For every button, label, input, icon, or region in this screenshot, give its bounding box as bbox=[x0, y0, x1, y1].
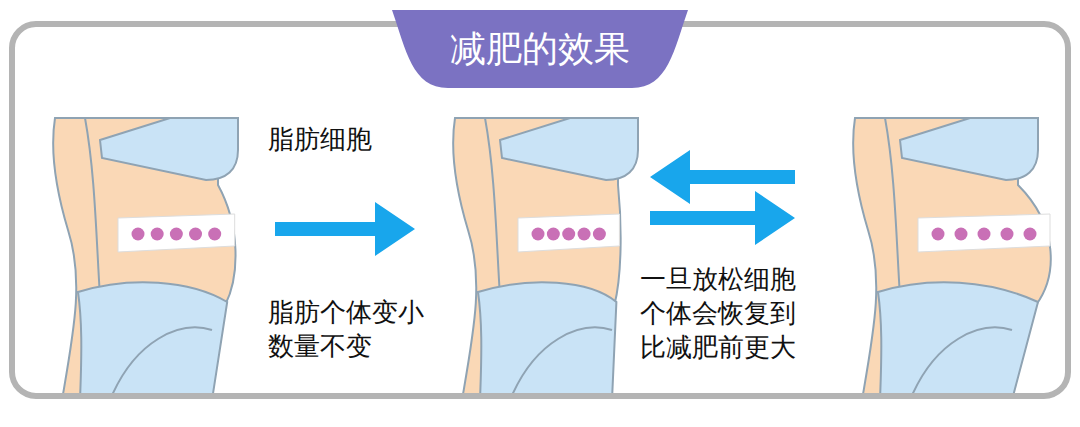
leg-line bbox=[910, 328, 1012, 393]
fat-cell bbox=[132, 228, 145, 241]
fat-cell bbox=[578, 228, 591, 241]
title-tab bbox=[392, 10, 688, 88]
title: 减肥的效果 bbox=[392, 14, 688, 84]
fat-cell bbox=[1024, 228, 1037, 241]
fat-band bbox=[518, 214, 619, 252]
fat-cell bbox=[1001, 228, 1014, 241]
torso-figure bbox=[53, 118, 238, 393]
annotation: 一旦放松细胞 个体会恢复到 比减肥前更大 bbox=[640, 263, 812, 364]
underwear bbox=[878, 282, 1038, 393]
fat-cell bbox=[532, 228, 545, 241]
annotation: 脂肪个体变小 数量不变 bbox=[268, 296, 438, 364]
leg-line bbox=[110, 328, 212, 393]
fat-cell bbox=[170, 228, 183, 241]
annotation: 脂肪细胞 bbox=[268, 123, 438, 157]
fat-cell bbox=[151, 228, 164, 241]
leg-line bbox=[510, 328, 612, 393]
bra bbox=[100, 118, 238, 180]
fat-cell bbox=[955, 228, 968, 241]
bra bbox=[500, 118, 638, 180]
fat-cell bbox=[208, 228, 221, 241]
process-arrow bbox=[275, 202, 415, 256]
fat-cell bbox=[978, 228, 991, 241]
process-arrow bbox=[650, 191, 795, 245]
torso-figure bbox=[853, 118, 1051, 393]
fat-cell bbox=[932, 228, 945, 241]
underwear bbox=[78, 282, 227, 393]
underwear bbox=[478, 282, 616, 393]
fat-cell bbox=[593, 228, 606, 241]
bra bbox=[900, 118, 1038, 180]
fat-band bbox=[918, 214, 1050, 252]
fat-cell bbox=[547, 228, 560, 241]
process-arrow bbox=[650, 150, 795, 204]
fat-cell bbox=[562, 228, 575, 241]
torso-figure bbox=[453, 118, 638, 393]
fat-band bbox=[118, 214, 235, 252]
fat-cell bbox=[189, 228, 202, 241]
torso-body bbox=[853, 118, 1051, 393]
